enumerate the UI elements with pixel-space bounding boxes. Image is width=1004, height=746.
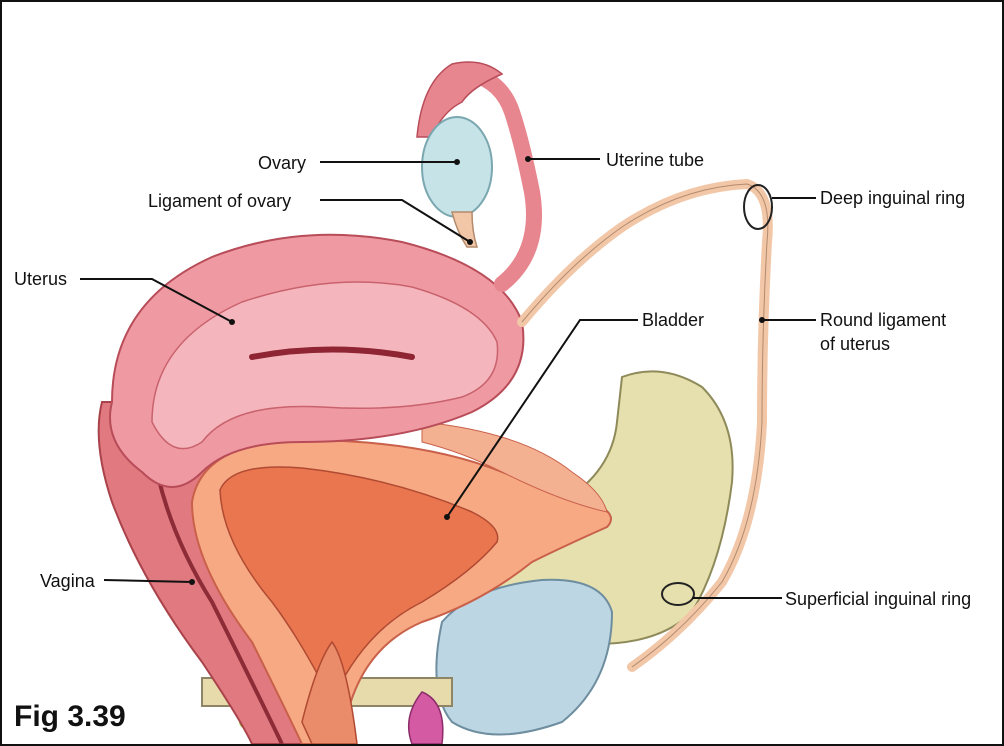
label-round-ligament-line2: of uterus <box>820 334 891 354</box>
deep-inguinal-ring <box>743 184 773 230</box>
ovary-ligament-shape <box>451 211 479 248</box>
vagina-lumen <box>150 441 284 744</box>
leader-ligament-of-ovary <box>320 199 471 243</box>
leader-dots <box>189 156 765 585</box>
uterine-tube <box>464 66 542 292</box>
label-round-ligament-line1: Round ligament <box>820 310 947 330</box>
label-vagina: Vagina <box>40 571 95 591</box>
peritoneum <box>421 421 608 513</box>
superficial-inguinal-ring <box>661 582 695 606</box>
clitoris-structure <box>407 691 444 744</box>
label-uterus: Uterus <box>14 269 68 289</box>
leader-uterus <box>80 278 233 323</box>
leader-bladder <box>446 319 638 518</box>
figure-number: Fig 3.39 <box>14 700 126 733</box>
urethra <box>301 640 358 744</box>
label-ovary: Ovary <box>258 153 307 173</box>
leader-lines <box>80 158 816 599</box>
bladder-lumen <box>219 466 499 704</box>
label-bladder: Bladder <box>642 310 705 330</box>
uterine-cavity <box>249 346 415 360</box>
label-uterine-tube: Uterine tube <box>606 150 705 170</box>
uterus-inner <box>151 281 499 450</box>
label-superficial-inguinal-ring: Superficial inguinal ring <box>785 589 972 609</box>
ovary-shape <box>421 116 493 218</box>
label-ligament-of-ovary: Ligament of ovary <box>148 191 292 211</box>
fimbriae <box>416 61 504 138</box>
pubic-cartilage <box>435 578 614 736</box>
leader-vagina <box>103 579 193 583</box>
label-deep-inguinal-ring: Deep inguinal ring <box>820 188 966 208</box>
round-ligament-outline <box>521 183 769 668</box>
